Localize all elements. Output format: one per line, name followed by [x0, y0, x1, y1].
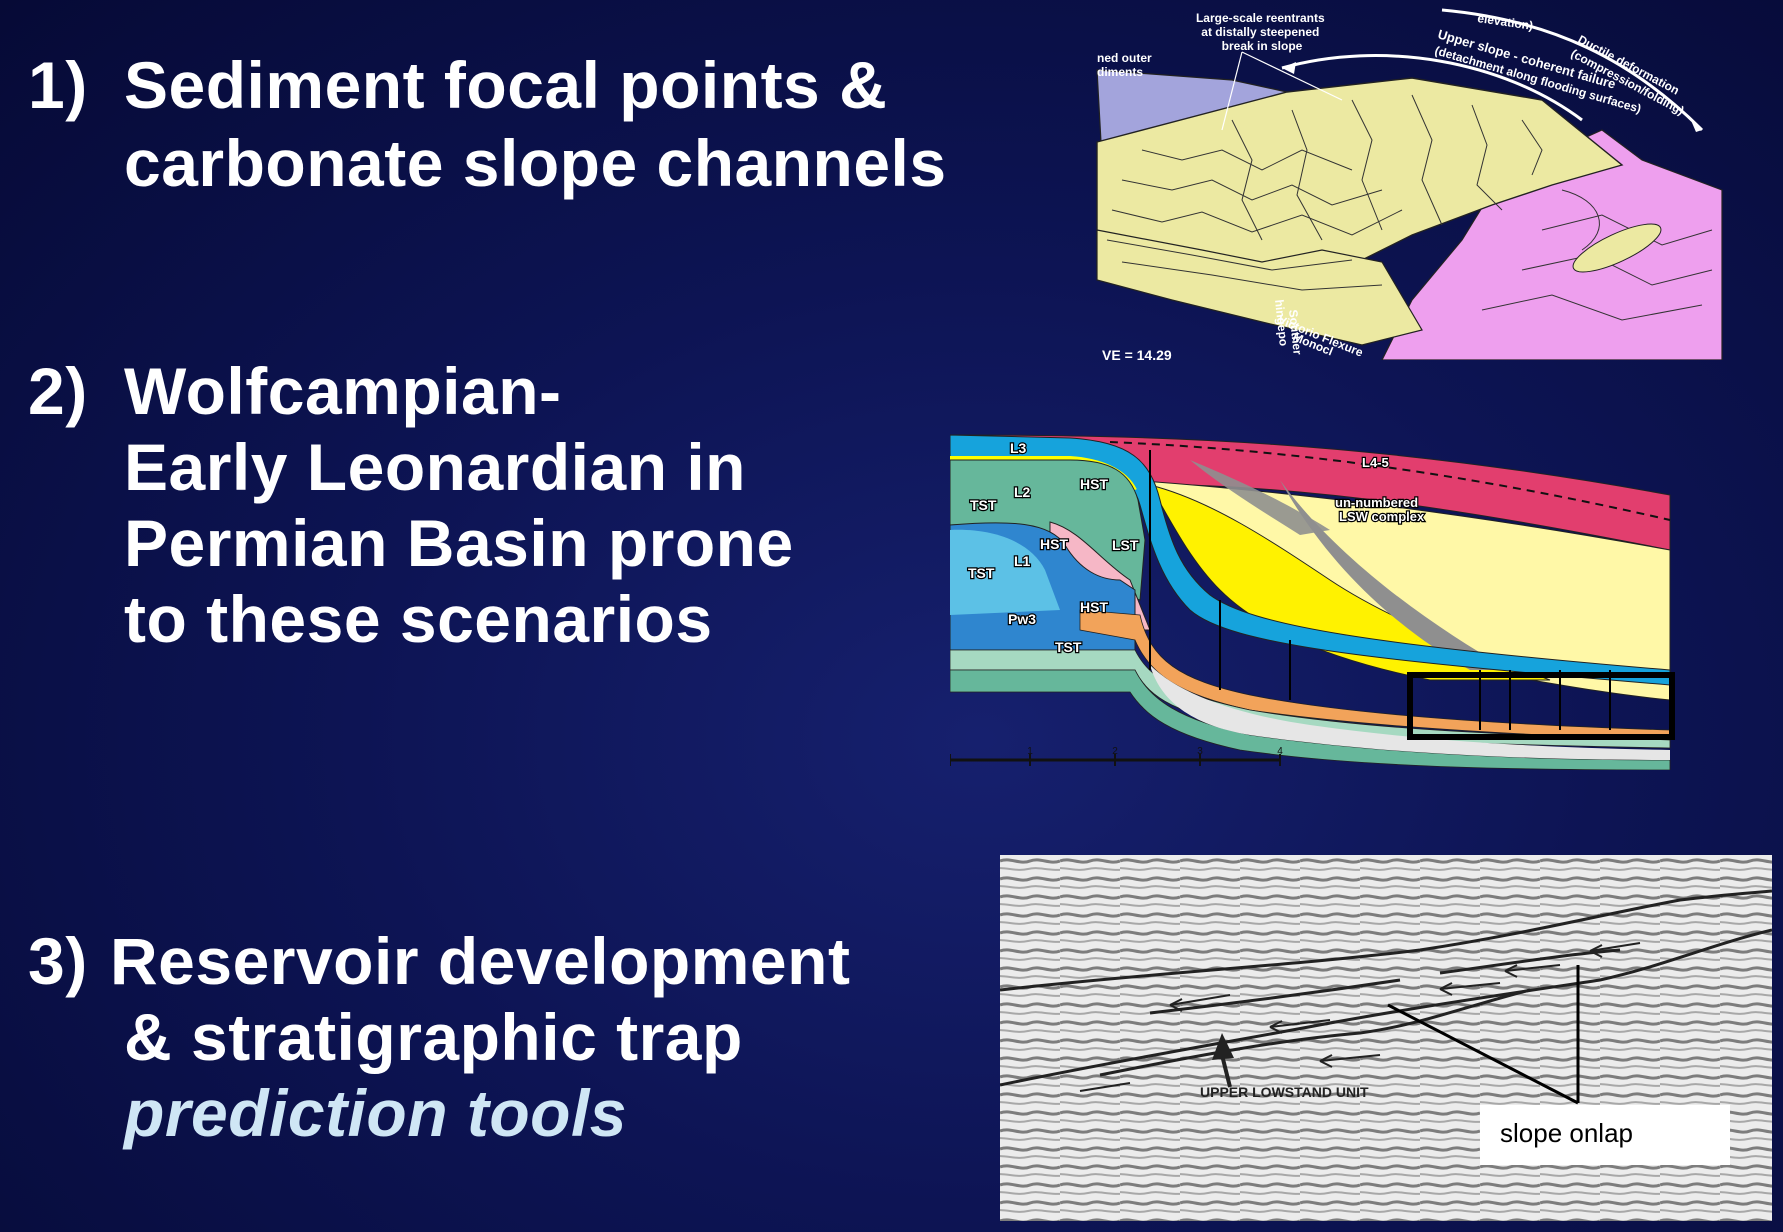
point-1: 1) Sediment focal points & carbonate slo… — [28, 42, 946, 222]
scale-tick-3: 3 — [1197, 746, 1203, 757]
platform-front-face — [1096, 229, 1423, 346]
outer-sediments-line-2: diments — [1097, 65, 1143, 79]
label-hst-l1: HST — [1040, 536, 1068, 552]
label-tst-l2: TST — [970, 497, 997, 513]
scale-tick-1: 1 — [1027, 746, 1033, 757]
point-3-line-1: Reservoir development — [110, 924, 851, 998]
label-tst-l1: TST — [968, 565, 995, 581]
slope-onlap-label: slope onlap — [1500, 1118, 1633, 1148]
label-lsw-2: LSW complex — [1339, 509, 1425, 524]
svg-text:Large-scale reentrants a: Large-scale reentrants at distally steep… — [1196, 11, 1328, 53]
point-2-line-4: to these scenarios — [124, 582, 713, 656]
point-1-number: 1) — [28, 48, 88, 122]
point-3: 3) Reservoir development & stratigraphic… — [28, 918, 908, 1168]
svg-text:ned outer diments: ned outer diments — [1097, 51, 1155, 79]
hingepoint-label-2: hingepo — [1272, 299, 1291, 347]
label-lsw-1: un-numbered — [1335, 495, 1418, 510]
sequence-cross-section: 1 2 3 4 L3 L4-5 L2 TST HST HST LST L1 TS… — [950, 430, 1680, 770]
lsw-core — [1148, 484, 1551, 681]
slide-block — [1572, 223, 1662, 273]
point-3-number: 3) — [28, 924, 88, 998]
detail-box — [1407, 672, 1675, 740]
ve-label: VE = 14.29 — [1102, 347, 1172, 360]
point-2-line-2: Early Leonardian in — [124, 430, 746, 504]
label-l2: L2 — [1014, 484, 1031, 500]
point-2-number: 2) — [28, 354, 88, 428]
hingepoint-label-1: Souther — [1286, 309, 1305, 356]
label-lst: LST — [1112, 537, 1139, 553]
label-pw3: Pw3 — [1008, 611, 1036, 627]
upper-lowstand-unit-label: UPPER LOWSTAND UNIT — [1200, 1084, 1369, 1100]
outer-sediments-line-1: ned outer — [1097, 51, 1152, 65]
label-hst-pw3: HST — [1080, 599, 1108, 615]
label-l1: L1 — [1014, 553, 1031, 569]
point-1-line-1: Sediment focal points & — [124, 48, 888, 122]
point-2-line-3: Permian Basin prone — [124, 506, 794, 580]
reentrants-line-3: break in slope — [1222, 39, 1303, 53]
point-3-line-3: prediction tools — [124, 1076, 627, 1150]
slope-failure-block-diagram: Large-scale reentrants at distally steep… — [1082, 0, 1724, 360]
point-2: 2) Wolfcampian- Early Leonardian in Perm… — [28, 348, 828, 668]
ductile-arrow — [1441, 8, 1704, 132]
scale-tick-2: 2 — [1112, 746, 1118, 757]
seismic-section: UPPER LOWSTAND UNIT slope onlap — [1000, 855, 1772, 1221]
reentrants-line-1: Large-scale reentrants — [1196, 11, 1325, 25]
seismic-texture — [1000, 855, 1772, 1221]
point-3-line-2: & stratigraphic trap — [124, 1000, 743, 1074]
point-1-line-2: carbonate slope channels — [124, 126, 947, 200]
reentrants-line-2: at distally steepened — [1201, 25, 1319, 39]
basin-pink-region — [1381, 129, 1723, 360]
label-tst-pw3: TST — [1055, 639, 1082, 655]
label-l45: L4-5 — [1362, 455, 1389, 470]
upper-slope-arrow — [1281, 54, 1583, 122]
point-2-line-1: Wolfcampian- — [124, 354, 562, 428]
scale-tick-4: 4 — [1277, 746, 1283, 757]
label-hst-l2: HST — [1080, 476, 1108, 492]
elevation-label: elevation) — [1477, 11, 1534, 33]
label-l3: L3 — [1010, 440, 1027, 456]
slope-onlap-callout — [1480, 1105, 1730, 1165]
